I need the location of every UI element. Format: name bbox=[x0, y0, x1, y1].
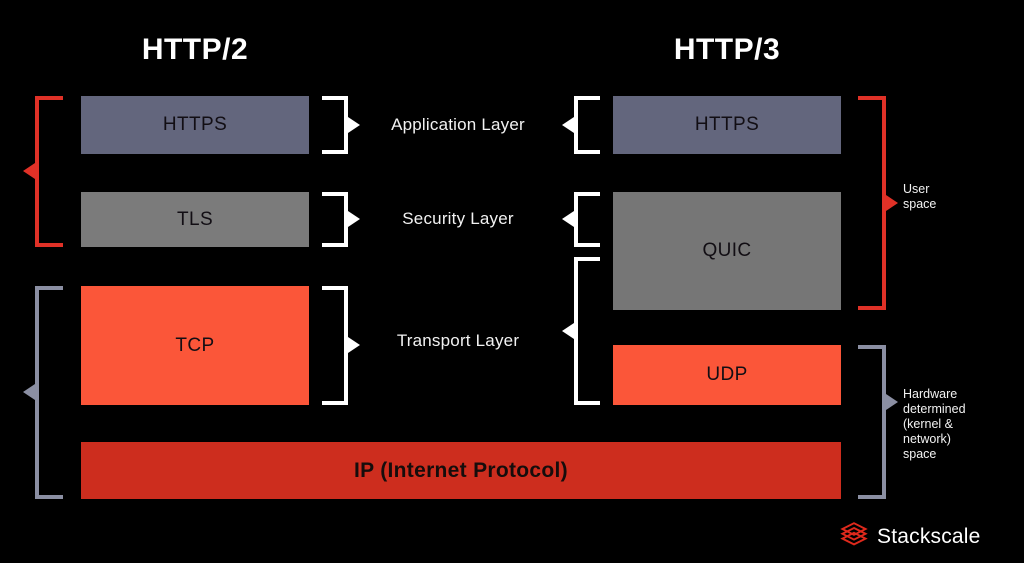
stackscale-logo-text: Stackscale bbox=[877, 524, 981, 548]
http2-box-https: HTTPS bbox=[81, 96, 309, 154]
http2-transport-layer-bracket bbox=[322, 286, 348, 405]
http3-box-quic: QUIC bbox=[613, 192, 841, 310]
user-space-label: User space bbox=[903, 182, 937, 211]
http3-security-layer-bracket bbox=[574, 192, 600, 247]
http2-application-layer-arrow-icon bbox=[348, 117, 360, 133]
http3-security-layer-arrow-icon bbox=[562, 211, 574, 227]
http3-hardware-space-arrow-icon bbox=[886, 394, 898, 410]
column-title-http3: HTTP/3 bbox=[673, 33, 781, 66]
http3-application-layer-bracket bbox=[574, 96, 600, 154]
http2-application-layer-bracket bbox=[322, 96, 348, 154]
http3-transport-layer-bracket bbox=[574, 257, 600, 405]
http3-box-https: HTTPS bbox=[613, 96, 841, 154]
box-ip-internet-protocol: IP (Internet Protocol) bbox=[81, 442, 841, 499]
http2-transport-layer-arrow-icon bbox=[348, 337, 360, 353]
http2-user-space-bracket bbox=[35, 96, 63, 247]
http2-security-layer-arrow-icon bbox=[348, 211, 360, 227]
http3-hardware-space-bracket bbox=[858, 345, 886, 499]
column-title-http2: HTTP/2 bbox=[141, 33, 249, 66]
http2-box-tls: TLS bbox=[81, 192, 309, 247]
stacked-layers-icon bbox=[840, 521, 868, 552]
http2-security-layer-bracket bbox=[322, 192, 348, 247]
http3-user-space-arrow-icon bbox=[886, 195, 898, 211]
stackscale-logo: Stackscale bbox=[840, 521, 981, 552]
layer-label-security: Security Layer bbox=[402, 209, 514, 228]
http2-box-tcp: TCP bbox=[81, 286, 309, 405]
http2-hardware-space-bracket bbox=[35, 286, 63, 499]
layer-label-application: Application Layer bbox=[391, 115, 525, 134]
http3-user-space-bracket bbox=[858, 96, 886, 310]
http3-application-layer-arrow-icon bbox=[562, 117, 574, 133]
hardware-space-label: Hardware determined (kernel & network) s… bbox=[903, 387, 966, 461]
http2-hardware-space-arrow-icon bbox=[23, 384, 35, 400]
http2-user-space-arrow-icon bbox=[23, 163, 35, 179]
http3-box-udp: UDP bbox=[613, 345, 841, 405]
layer-label-transport: Transport Layer bbox=[396, 331, 520, 350]
http3-transport-layer-arrow-icon bbox=[562, 323, 574, 339]
